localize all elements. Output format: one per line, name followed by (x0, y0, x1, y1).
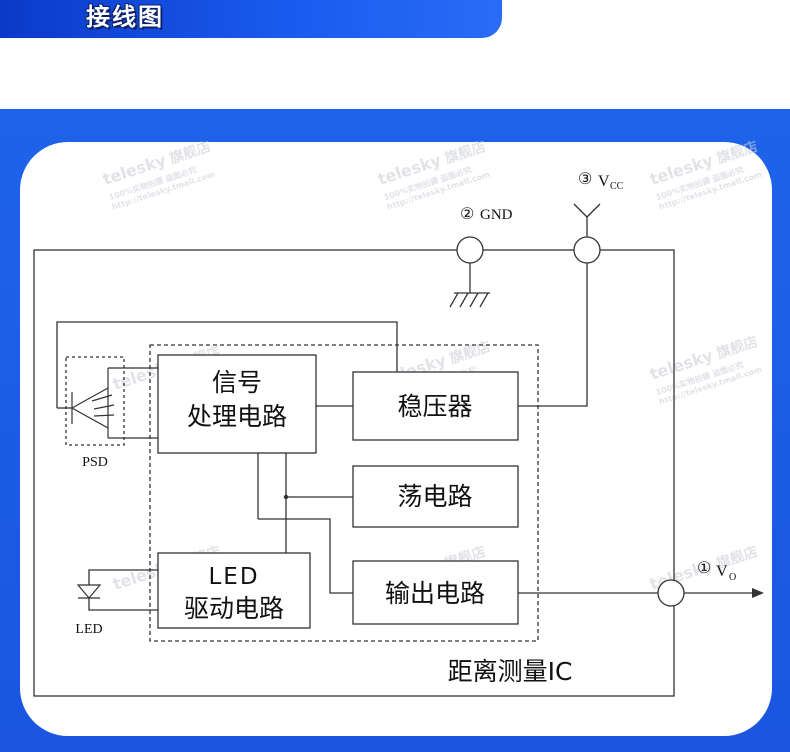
led-wire-bottom (88, 598, 158, 611)
vo-pin (657, 579, 685, 607)
svg-text:①: ① (697, 560, 711, 577)
signal-processing-label-1: 信号 (212, 368, 262, 397)
vo-arrow-icon (752, 588, 764, 598)
watermark-shop: 旗舰店 (715, 333, 760, 362)
sp-output-wire (258, 518, 353, 594)
led-wire-top (88, 569, 158, 585)
outer-frame (33, 249, 675, 697)
vo-pin-label: ① V O (697, 560, 736, 583)
vcc-terminal-icon (573, 203, 601, 237)
led-driver-label-1: LED (208, 564, 259, 590)
ic-boundary (149, 344, 539, 642)
svg-text:②: ② (460, 206, 474, 223)
ic-label: 距离测量IC (448, 657, 573, 686)
watermark-shop: 旗舰店 (443, 138, 488, 167)
block-oscillator (352, 465, 519, 528)
svg-text:③: ③ (578, 171, 592, 188)
oscillator-label: 荡电路 (397, 482, 472, 511)
watermark-shop: 旗舰店 (715, 138, 760, 167)
block-led-driver (157, 552, 311, 629)
ground-icon (449, 292, 490, 308)
led-diode-icon (76, 584, 102, 599)
regulator-label: 稳压器 (397, 392, 472, 421)
block-signal-processing (157, 354, 317, 454)
svg-text:V: V (716, 563, 728, 580)
gnd-pin (456, 236, 484, 264)
junction-dot (283, 494, 289, 500)
output-label: 输出电路 (385, 579, 485, 608)
vcc-wire (518, 263, 588, 407)
vcc-pin-label: ③ V CC (578, 171, 624, 192)
led-driver-label-2: 驱动电路 (184, 594, 284, 623)
page-title: 接线图 (86, 3, 164, 31)
svg-text:V: V (598, 173, 610, 190)
psd-box (65, 356, 125, 446)
psd-label: PSD (82, 455, 108, 470)
led-label: LED (75, 622, 102, 637)
svg-text:GND: GND (480, 207, 513, 223)
svg-text:O: O (729, 572, 736, 583)
svg-text:CC: CC (610, 181, 624, 192)
watermark-shop: 旗舰店 (168, 138, 213, 167)
watermark-shop: 旗舰店 (448, 338, 493, 367)
header-banner: 接线图 (0, 0, 502, 38)
signal-processing-label-2: 处理电路 (187, 402, 287, 431)
block-output (352, 560, 519, 625)
gnd-pin-label: ② GND (460, 206, 513, 223)
vcc-pin (573, 236, 601, 264)
psd-bias-wire (56, 321, 398, 408)
photodiode-icon (70, 368, 115, 438)
